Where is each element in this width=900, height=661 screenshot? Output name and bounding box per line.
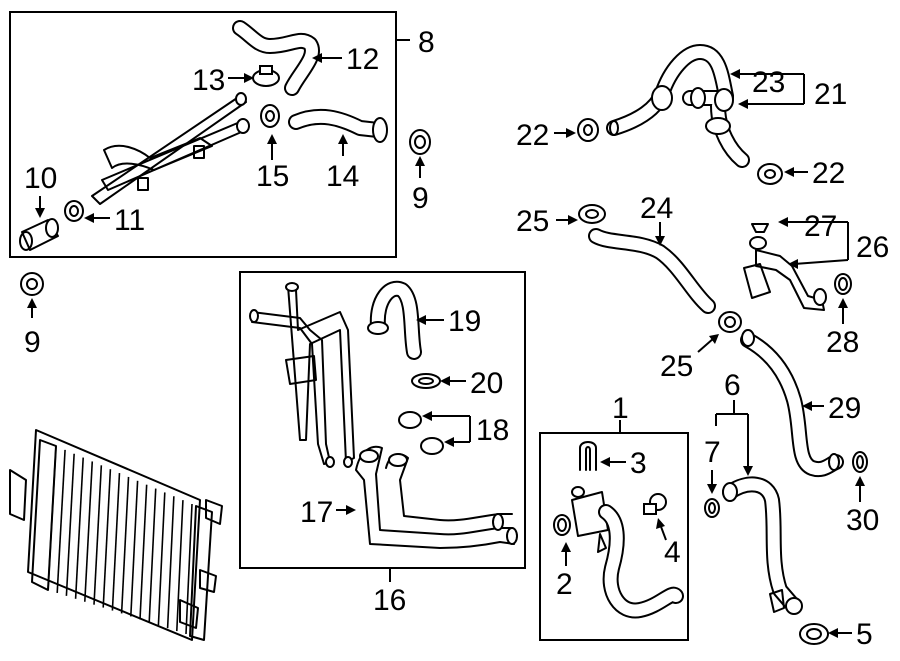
clamp-22-right [757,163,783,185]
callout-21: 21 [814,78,847,111]
upper-hose-12 [232,20,320,96]
callout-3: 3 [630,447,647,480]
callout-29: 29 [828,392,861,425]
radiator-fin [130,480,139,617]
callout-9-left: 9 [24,326,41,359]
callout-30: 30 [846,504,879,537]
callout-27: 27 [804,210,837,243]
callout-13: 13 [192,64,225,97]
callout-22-left: 22 [516,119,549,152]
clamp-25-top [578,204,606,224]
clamp-13 [252,65,280,87]
callout-17: 17 [300,496,333,529]
clamp-22-left [577,118,599,142]
callout-15: 15 [256,160,289,193]
coolant-pipe-assembly [91,92,250,205]
radiator-fin [185,503,193,635]
callout-19: 19 [448,305,481,338]
callout-28: 28 [826,326,859,359]
group-box-8 [9,11,397,258]
radiator-fin [157,492,166,626]
callout-4: 4 [664,536,681,569]
callout-2: 2 [556,568,573,601]
callout-16: 16 [373,584,406,617]
radiator-fin [120,476,130,614]
hose-24 [588,228,716,314]
o-ring-7 [704,498,720,518]
callout-12: 12 [346,43,379,76]
radiator-fin [93,465,103,605]
radiator-fin [148,488,157,623]
callout-11: 11 [114,204,145,237]
pipe-assembly-17 [355,445,518,549]
hose-19 [367,280,422,360]
radiator-fin [47,445,57,591]
cap-27 [751,223,769,233]
o-ring-30 [852,451,868,473]
callout-18: 18 [476,414,509,447]
callout-14: 14 [326,160,359,193]
coolant-pipe-16 [249,282,355,468]
radiator-fin [139,484,148,620]
radiator-fin [166,496,175,629]
callout-22-right: 22 [812,157,845,190]
clamps-18 [398,411,444,455]
radiator-fin [176,500,184,632]
group-box-1 [539,432,689,641]
bleeder-4 [643,493,667,515]
callout-7: 7 [704,436,721,469]
clamp-20 [411,373,441,389]
callout-9-right: 9 [412,182,429,215]
radiator-fin [102,469,112,608]
radiator-fin [74,457,84,599]
thermostat-hose-1 [571,486,684,619]
callout-25-top: 25 [516,205,549,238]
pipe-26 [743,236,827,311]
callout-8: 8 [418,26,435,59]
sleeve-10 [19,218,59,251]
group-box-16 [239,271,526,569]
hose-6 [722,476,803,615]
callout-25-bottom: 25 [660,350,693,383]
heater-hose-assembly-21 [606,44,750,168]
clamp-11 [64,200,84,222]
callout-26: 26 [856,231,889,264]
callout-24: 24 [640,192,673,225]
callout-1: 1 [612,392,629,425]
radiator [9,429,223,641]
clamp-25-bottom [718,311,742,333]
radiator-fin [84,461,94,602]
callout-6: 6 [724,369,741,402]
clamp-9-right [409,129,431,155]
radiator-fin [65,453,75,596]
clamp-9-left [20,272,44,296]
radiator-fin [56,449,66,593]
bracket-3 [579,441,597,471]
clamp-5 [799,623,829,645]
callout-23: 23 [752,66,785,99]
callout-10: 10 [24,162,57,195]
radiator-fin [111,473,121,611]
callout-20: 20 [470,367,503,400]
clamp-15 [260,104,280,128]
hose-29 [740,329,844,478]
callout-5: 5 [856,618,873,651]
o-ring-28 [834,273,852,295]
o-ring-2 [553,514,571,536]
hose-14 [288,108,388,143]
